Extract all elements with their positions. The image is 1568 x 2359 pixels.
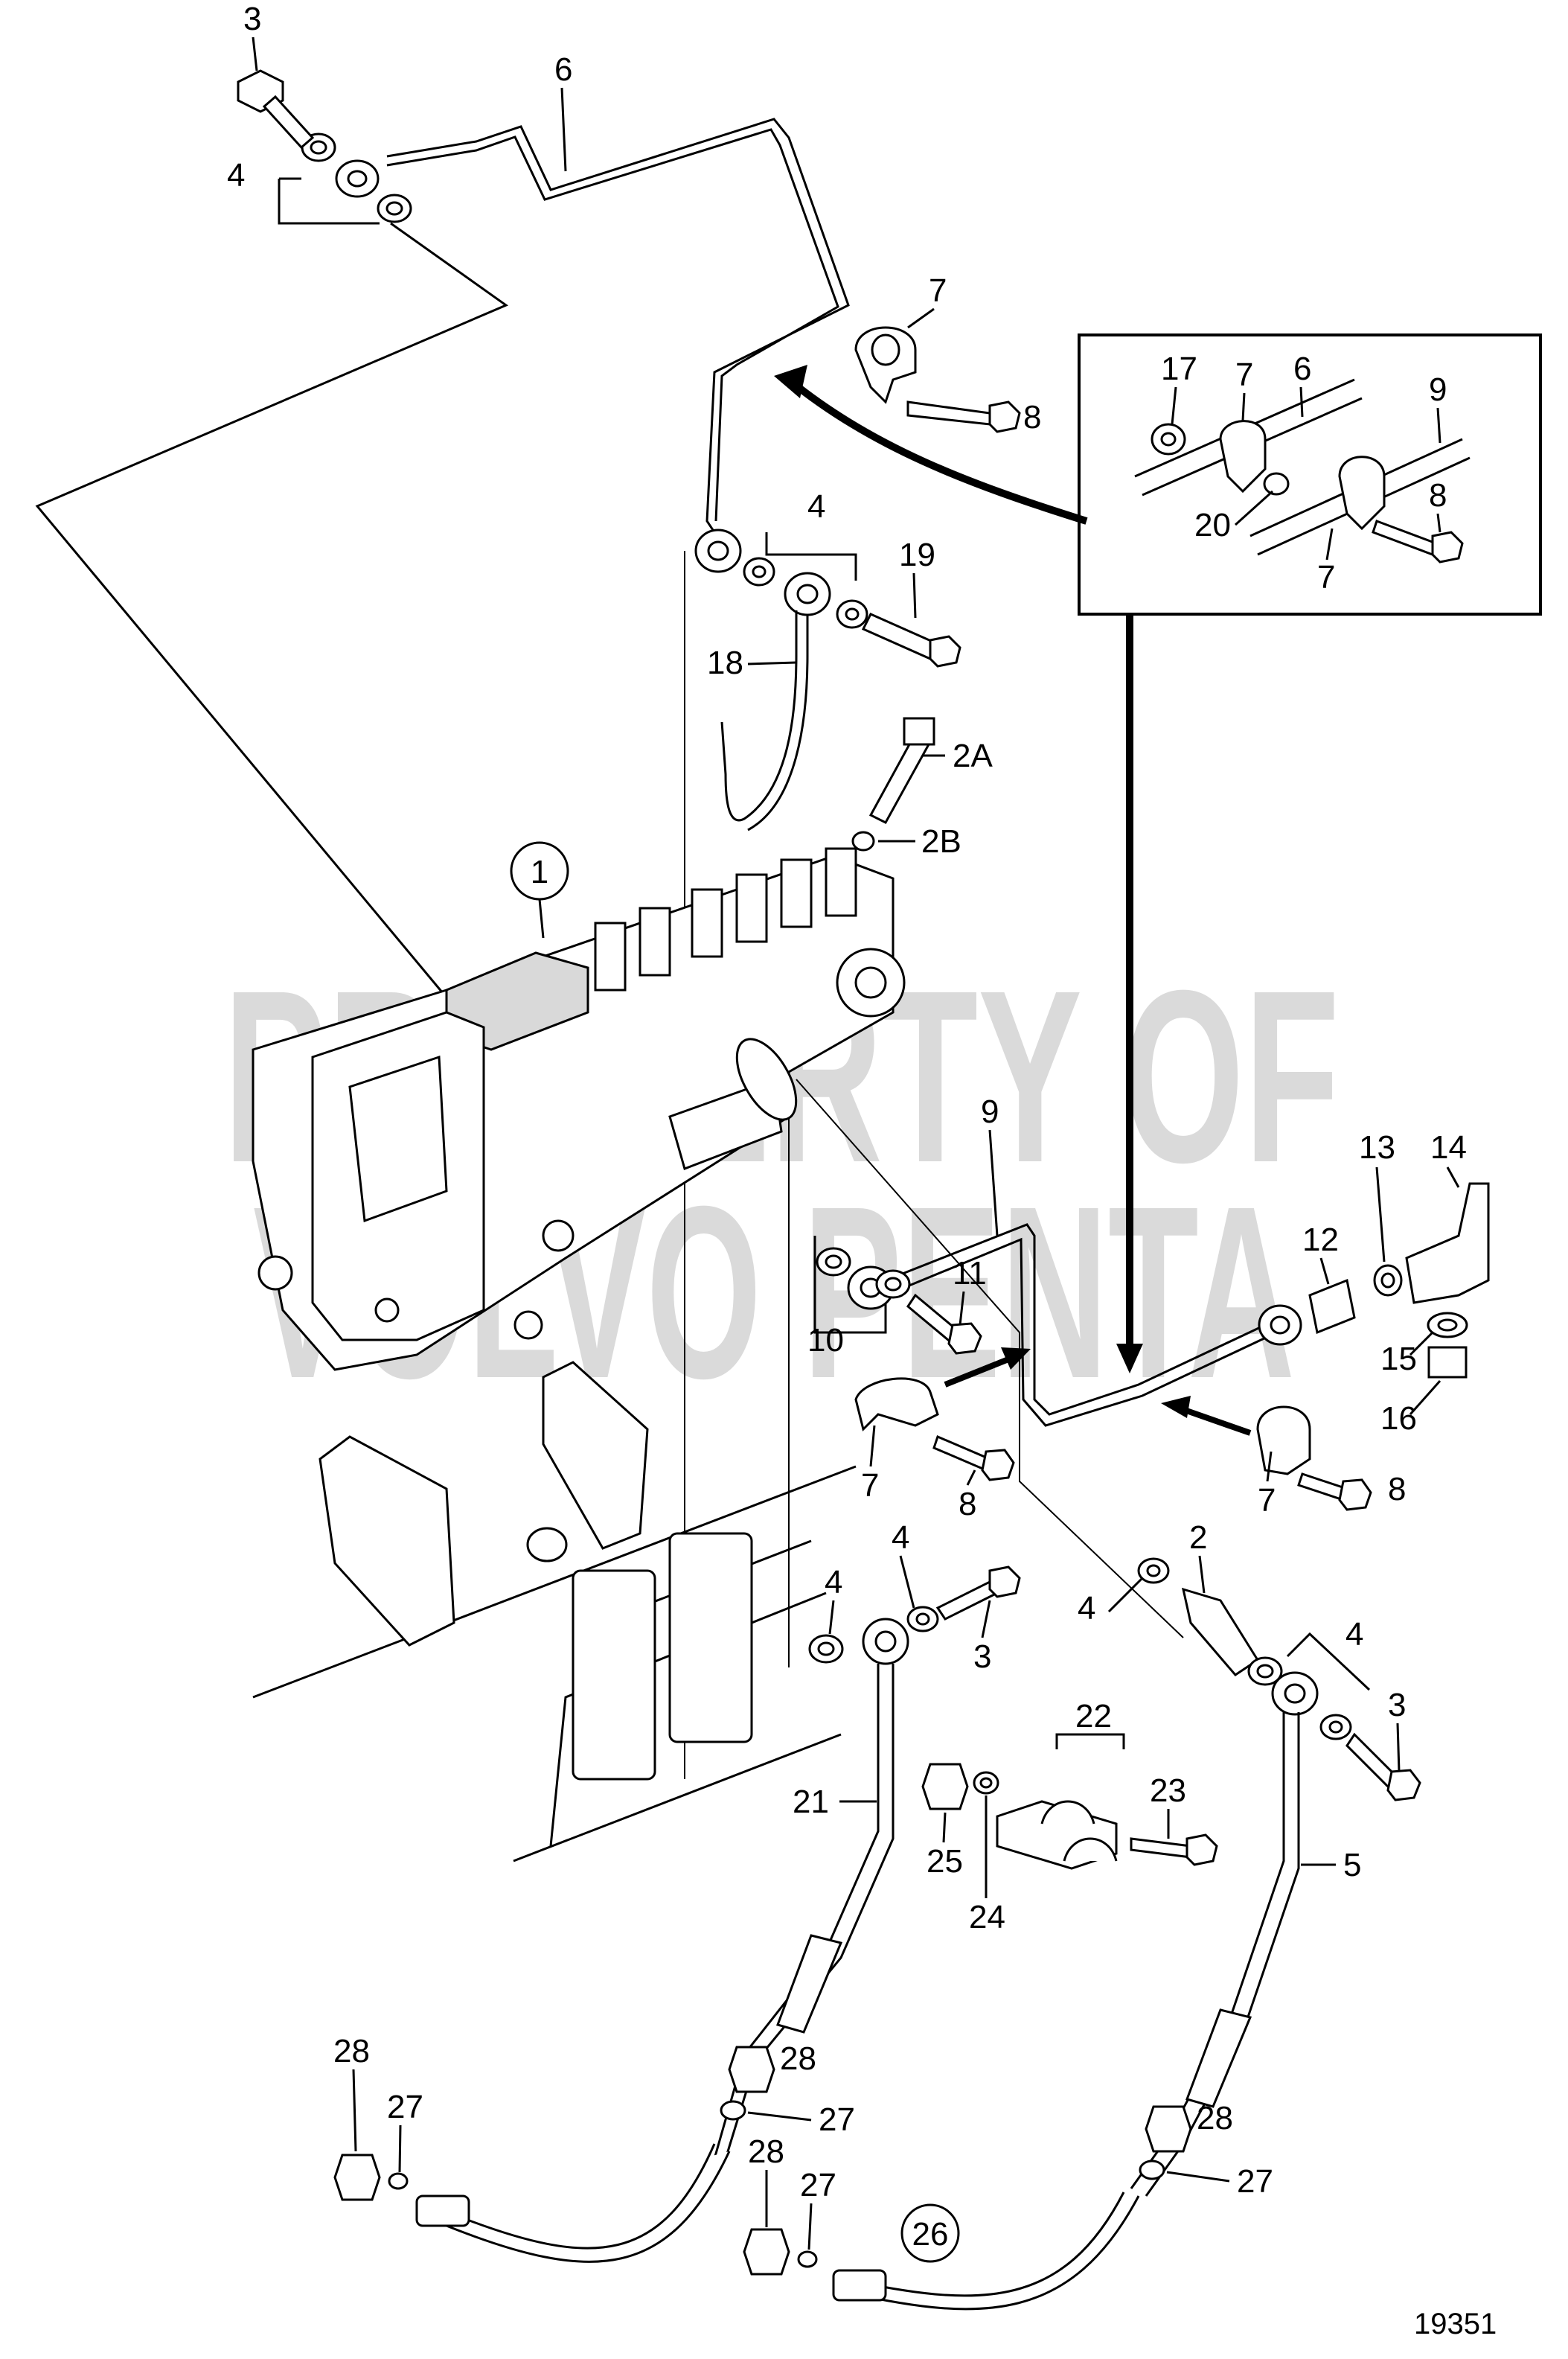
figure-number: 19351 bbox=[1414, 2308, 1497, 2340]
label-18: 18 bbox=[707, 645, 743, 681]
label-21: 21 bbox=[793, 1784, 829, 1820]
fittings-28-27-left bbox=[333, 2046, 775, 2227]
label-8-lower-right: 8 bbox=[1388, 1471, 1406, 1507]
label-4-lower-c: 4 bbox=[1078, 1590, 1095, 1627]
label-3-lower-right: 3 bbox=[1388, 1687, 1406, 1723]
injection-pump bbox=[252, 847, 906, 1371]
return-pipe-18 bbox=[720, 557, 961, 831]
label-15: 15 bbox=[1380, 1341, 1417, 1377]
arrow-inset-down bbox=[1126, 614, 1133, 1347]
clamp-22-set bbox=[921, 1733, 1218, 1870]
label-20: 20 bbox=[1194, 507, 1231, 543]
label-27-d: 27 bbox=[800, 2167, 836, 2203]
label-25: 25 bbox=[927, 1843, 963, 1880]
label-28-a: 28 bbox=[780, 2040, 816, 2077]
pump-elements bbox=[594, 847, 857, 992]
label-3-top: 3 bbox=[243, 1, 261, 37]
label-16: 16 bbox=[1380, 1400, 1417, 1437]
label-4-lower-a: 4 bbox=[825, 1564, 842, 1600]
guide-line-c bbox=[796, 1079, 1184, 1638]
leader-4-right bbox=[1286, 1632, 1371, 1691]
label-13: 13 bbox=[1359, 1129, 1395, 1166]
label-9-right: 9 bbox=[981, 1094, 999, 1130]
label-4-lower-d: 4 bbox=[1345, 1616, 1363, 1653]
label-22: 22 bbox=[1075, 1698, 1112, 1734]
label-7-lower-right: 7 bbox=[1258, 1482, 1276, 1519]
label-28-b: 28 bbox=[333, 2033, 370, 2069]
fittings-28-27-right bbox=[743, 2105, 1192, 2302]
label-8-lower-left: 8 bbox=[959, 1486, 976, 1522]
washers-10-bolt-11 bbox=[813, 1236, 982, 1355]
label-8-top: 8 bbox=[1023, 399, 1041, 435]
leader-top-to-pump bbox=[35, 222, 509, 998]
label-3-lower-left: 3 bbox=[973, 1638, 991, 1675]
arrow-inset-to-top bbox=[786, 377, 1088, 525]
label-4-mid: 4 bbox=[807, 488, 825, 525]
label-6-inset: 6 bbox=[1293, 351, 1311, 387]
label-2A: 2A bbox=[953, 738, 993, 774]
label-10: 10 bbox=[807, 1322, 844, 1359]
label-14: 14 bbox=[1430, 1129, 1467, 1166]
fuel-pipe-6 bbox=[237, 69, 850, 573]
label-11: 11 bbox=[953, 1255, 987, 1292]
label-28-d: 28 bbox=[748, 2133, 784, 2170]
label-4-top: 4 bbox=[227, 157, 245, 194]
label-8-inset: 8 bbox=[1429, 477, 1447, 514]
fittings-12-16 bbox=[1308, 1182, 1490, 1379]
label-23: 23 bbox=[1150, 1772, 1186, 1809]
label-7-inset-top: 7 bbox=[1235, 357, 1253, 393]
label-7-lower-left: 7 bbox=[861, 1467, 879, 1504]
label-4-lower-b: 4 bbox=[892, 1519, 909, 1556]
label-24: 24 bbox=[969, 1899, 1005, 1935]
clamp-7-right bbox=[1161, 1396, 1372, 1511]
label-12: 12 bbox=[1302, 1222, 1339, 1258]
callout-1: 1 bbox=[510, 841, 569, 939]
label-27-c: 27 bbox=[1237, 2163, 1273, 2200]
fuel-pipe-5 bbox=[848, 1557, 1421, 2311]
label-27-a: 27 bbox=[819, 2101, 855, 2138]
leader-4-mid bbox=[765, 532, 857, 581]
bolt-2a bbox=[851, 717, 935, 852]
label-28-c: 28 bbox=[1197, 2100, 1233, 2136]
callout-26: 26 bbox=[900, 2203, 960, 2263]
label-5: 5 bbox=[1343, 1847, 1361, 1883]
part-labels: 3 6 4 7 8 17 7 6 9 20 8 7 4 19 18 2A 2B … bbox=[227, 1, 1497, 2340]
callout-1-text: 1 bbox=[531, 854, 548, 890]
label-2B: 2B bbox=[921, 823, 961, 860]
fuel-pipe-21 bbox=[446, 1565, 1021, 2263]
clamp-7-left bbox=[854, 1347, 1031, 1481]
label-27-b: 27 bbox=[387, 2089, 423, 2125]
label-9-inset: 9 bbox=[1429, 371, 1447, 408]
fuel-pipe-9 bbox=[847, 1223, 1302, 1427]
callout-26-text: 26 bbox=[912, 2216, 949, 2253]
engine-block bbox=[252, 1361, 857, 1862]
clamp-7-top bbox=[854, 326, 1021, 433]
label-17: 17 bbox=[1161, 351, 1197, 387]
label-6-top: 6 bbox=[554, 51, 572, 88]
label-7-top: 7 bbox=[929, 272, 947, 309]
leader-4-top bbox=[278, 177, 380, 225]
label-7-inset-bottom: 7 bbox=[1317, 559, 1335, 596]
label-2: 2 bbox=[1189, 1519, 1207, 1556]
label-19: 19 bbox=[899, 537, 935, 573]
detail-inset bbox=[1078, 333, 1542, 616]
